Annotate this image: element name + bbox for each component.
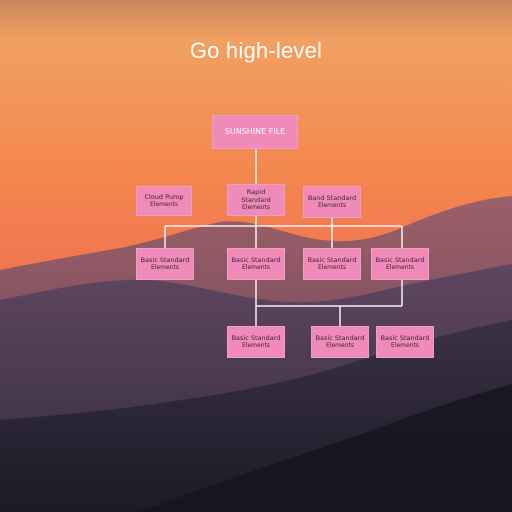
- node-label-line1: Band Standard: [307, 194, 357, 202]
- node-label-line2: Elements: [391, 342, 419, 349]
- node-label-line1: Basic Standard: [307, 256, 357, 264]
- node-label-line2: Elements: [242, 264, 270, 271]
- level1-node-2: Rapid Standard Elements: [227, 184, 285, 216]
- node-label-line1: Basic Standard: [231, 256, 281, 264]
- node-label-line2: Elements: [386, 264, 414, 271]
- level2-node-3: Basic Standard Elements: [303, 248, 361, 280]
- level3-node-1: Basic Standard Elements: [227, 326, 285, 358]
- node-label-line2: Elements: [242, 342, 270, 349]
- diagram-title: Go high-level: [189, 38, 323, 63]
- node-label-line1: Cloud Pump: [144, 193, 184, 201]
- node-label-line2: Elements: [318, 202, 346, 209]
- level1-node-3: Band Standard Elements: [303, 186, 361, 218]
- level3-node-2: Basic Standard Elements: [311, 326, 369, 358]
- node-label-line2: Elements: [151, 264, 179, 271]
- level2-node-4: Basic Standard Elements: [371, 248, 429, 280]
- node-label-line1: Rapid Standard: [241, 188, 271, 204]
- node-label-line1: Basic Standard: [140, 256, 190, 264]
- level2-node-2: Basic Standard Elements: [227, 248, 285, 280]
- node-label-line1: Basic Standard: [375, 256, 425, 264]
- node-label-line2: Elements: [242, 204, 270, 211]
- level2-node-1: Basic Standard Elements: [136, 248, 194, 280]
- node-label-line1: Basic Standard: [231, 334, 281, 342]
- level1-node-1: Cloud Pump Elements: [136, 186, 192, 216]
- root-node-label: SUNSHINE FILE: [224, 127, 286, 136]
- node-label-line1: Basic Standard: [380, 334, 430, 342]
- node-label-line1: Basic Standard: [315, 334, 365, 342]
- node-label-line2: Elements: [150, 201, 178, 208]
- node-label-line2: Elements: [326, 342, 354, 349]
- node-label-line2: Elements: [318, 264, 346, 271]
- root-node: SUNSHINE FILE: [212, 115, 298, 149]
- level3-node-3: Basic Standard Elements: [376, 326, 434, 358]
